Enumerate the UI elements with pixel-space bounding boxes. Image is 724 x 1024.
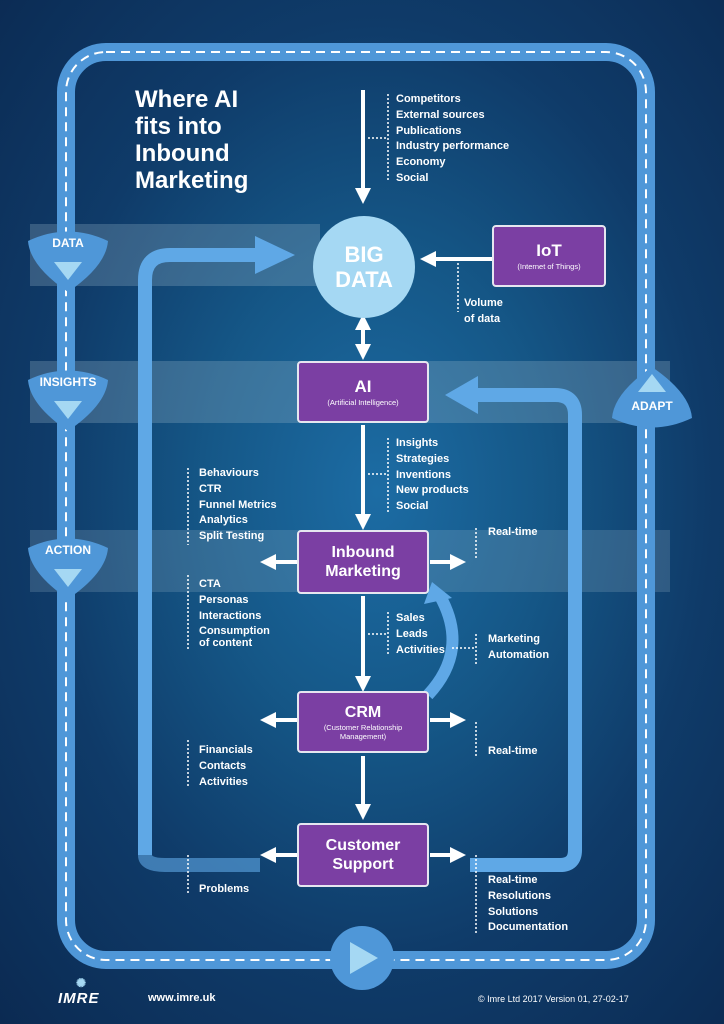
list-item: Sales (396, 612, 425, 624)
poster-title: Where AI fits into Inbound Marketing (135, 86, 248, 194)
marketing-automation-arrow (423, 593, 459, 700)
inner-loop-arrowhead-bigdata (255, 236, 295, 274)
inbound-marketing-box: Inbound Marketing (297, 530, 429, 594)
list-item: Inventions (396, 468, 452, 481)
logo-burst-icon: ✺ (76, 976, 88, 990)
inner-left-loop (138, 248, 262, 855)
ai-title: AI (354, 377, 372, 396)
adapt-side-label: ADAPT (631, 399, 673, 413)
list-item: Volume (464, 297, 503, 309)
support-title: Customer (325, 837, 401, 854)
list-item: Analytics (199, 514, 248, 527)
copyright-text: © Imre Ltd 2017 Version 01, 27-02-17 (478, 994, 629, 1004)
list-item: Financials (199, 744, 253, 756)
list-item: Social (396, 171, 429, 184)
list-item: Resolutions (488, 889, 551, 902)
list-item: Strategies (396, 452, 450, 465)
adapt-badge-arrow (638, 374, 666, 392)
list-item: Activities (396, 643, 445, 656)
list-item: CTR (199, 482, 222, 495)
data-side-label: DATA (52, 236, 84, 250)
list-item: Industry performance (396, 140, 510, 153)
crm-title: CRM (344, 704, 382, 721)
bottom-cycle-arrow (350, 942, 378, 974)
inner-loop-arrowhead-ai (445, 376, 478, 414)
list-item: Personas (199, 593, 249, 606)
list-item: Insights (396, 437, 439, 449)
inbound-engagement-list: CTA Personas Interactions Consumption of… (199, 577, 270, 652)
title-line: Where AI (135, 86, 239, 113)
list-item: Economy (396, 156, 446, 169)
crm-records-list: Financials Contacts Activities (199, 743, 253, 790)
list-item: Competitors (396, 93, 461, 105)
title-line: Inbound (135, 140, 230, 167)
action-badge-shape (28, 538, 108, 599)
ai-box: AI (Artificial Intelligence) (297, 361, 429, 423)
inbound-title: Inbound (331, 544, 395, 561)
big-data-label: BIG (344, 242, 384, 267)
adapt-badge-shape (612, 367, 692, 428)
iot-title: IoT (536, 241, 562, 260)
inner-right-loop (470, 388, 582, 872)
data-badge-arrow (54, 262, 82, 280)
action-badge-arrow (54, 569, 82, 587)
iot-box: IoT (Internet of Things) (492, 225, 606, 287)
crm-inputs-list: Sales Leads Activities (396, 611, 445, 658)
title-line: fits into (135, 113, 222, 140)
crm-box: CRM (Customer Relationship Management) (297, 691, 429, 753)
list-item: Documentation (488, 921, 569, 934)
inbound-metrics-list: Behaviours CTR Funnel Metrics Analytics … (199, 466, 277, 545)
list-item: New products (396, 484, 469, 497)
list-item: Automation (488, 648, 550, 661)
data-sources-list: Competitors External sources Publication… (396, 92, 509, 187)
marketing-automation-arrowhead (424, 582, 452, 604)
crm-subtitle: Management) (339, 732, 387, 741)
realtime-label: Real-time (488, 745, 538, 757)
insights-badge-shape (28, 370, 108, 431)
inbound-title: Marketing (325, 563, 401, 580)
website-link[interactable]: www.imre.uk (148, 992, 216, 1004)
action-side-label: ACTION (45, 543, 91, 557)
crm-subtitle: (Customer Relationship (323, 723, 403, 732)
list-item: Activities (199, 775, 248, 788)
support-outputs-list: Real-time Resolutions Solutions Document… (488, 873, 568, 936)
list-item: Consumption (199, 625, 270, 638)
list-item: of data (464, 312, 501, 325)
support-title: Support (332, 856, 394, 873)
ai-subtitle: (Artificial Intelligence) (327, 398, 399, 407)
volume-note: Volume of data (464, 296, 503, 328)
list-item: Contacts (199, 759, 247, 772)
ai-outputs-list: Insights Strategies Inventions New produ… (396, 436, 469, 515)
marketing-automation-label: Marketing Automation (488, 632, 549, 664)
big-data-label: DATA (335, 267, 393, 292)
list-item: Marketing (488, 633, 540, 645)
inner-loop-bottom-left (138, 854, 260, 872)
list-item: CTA (199, 578, 221, 590)
list-item: Leads (396, 627, 428, 640)
title-line: Marketing (135, 167, 249, 194)
data-badge-shape (28, 231, 108, 292)
dotted-brackets (187, 94, 477, 935)
list-item: Behaviours (199, 467, 259, 479)
customer-support-box: Customer Support (297, 823, 429, 887)
list-item: Real-time (488, 874, 538, 886)
list-item: Solutions (488, 905, 539, 918)
insights-badge-arrow (54, 401, 82, 419)
iot-subtitle: (Internet of Things) (517, 262, 581, 271)
logo-text: IMRE (58, 990, 100, 1007)
list-item: Funnel Metrics (199, 498, 277, 511)
imre-logo: ✺ IMRE (58, 976, 100, 1007)
list-item: Social (396, 500, 429, 513)
list-item: Split Testing (199, 530, 265, 543)
list-item: of content (199, 637, 253, 650)
list-item: Interactions (199, 609, 262, 622)
insights-side-label: INSIGHTS (39, 375, 97, 389)
list-item: External sources (396, 108, 485, 121)
list-item: Publications (396, 124, 462, 137)
big-data-node: BIG DATA (313, 216, 415, 318)
problems-label: Problems (199, 883, 250, 895)
realtime-label: Real-time (488, 526, 538, 538)
